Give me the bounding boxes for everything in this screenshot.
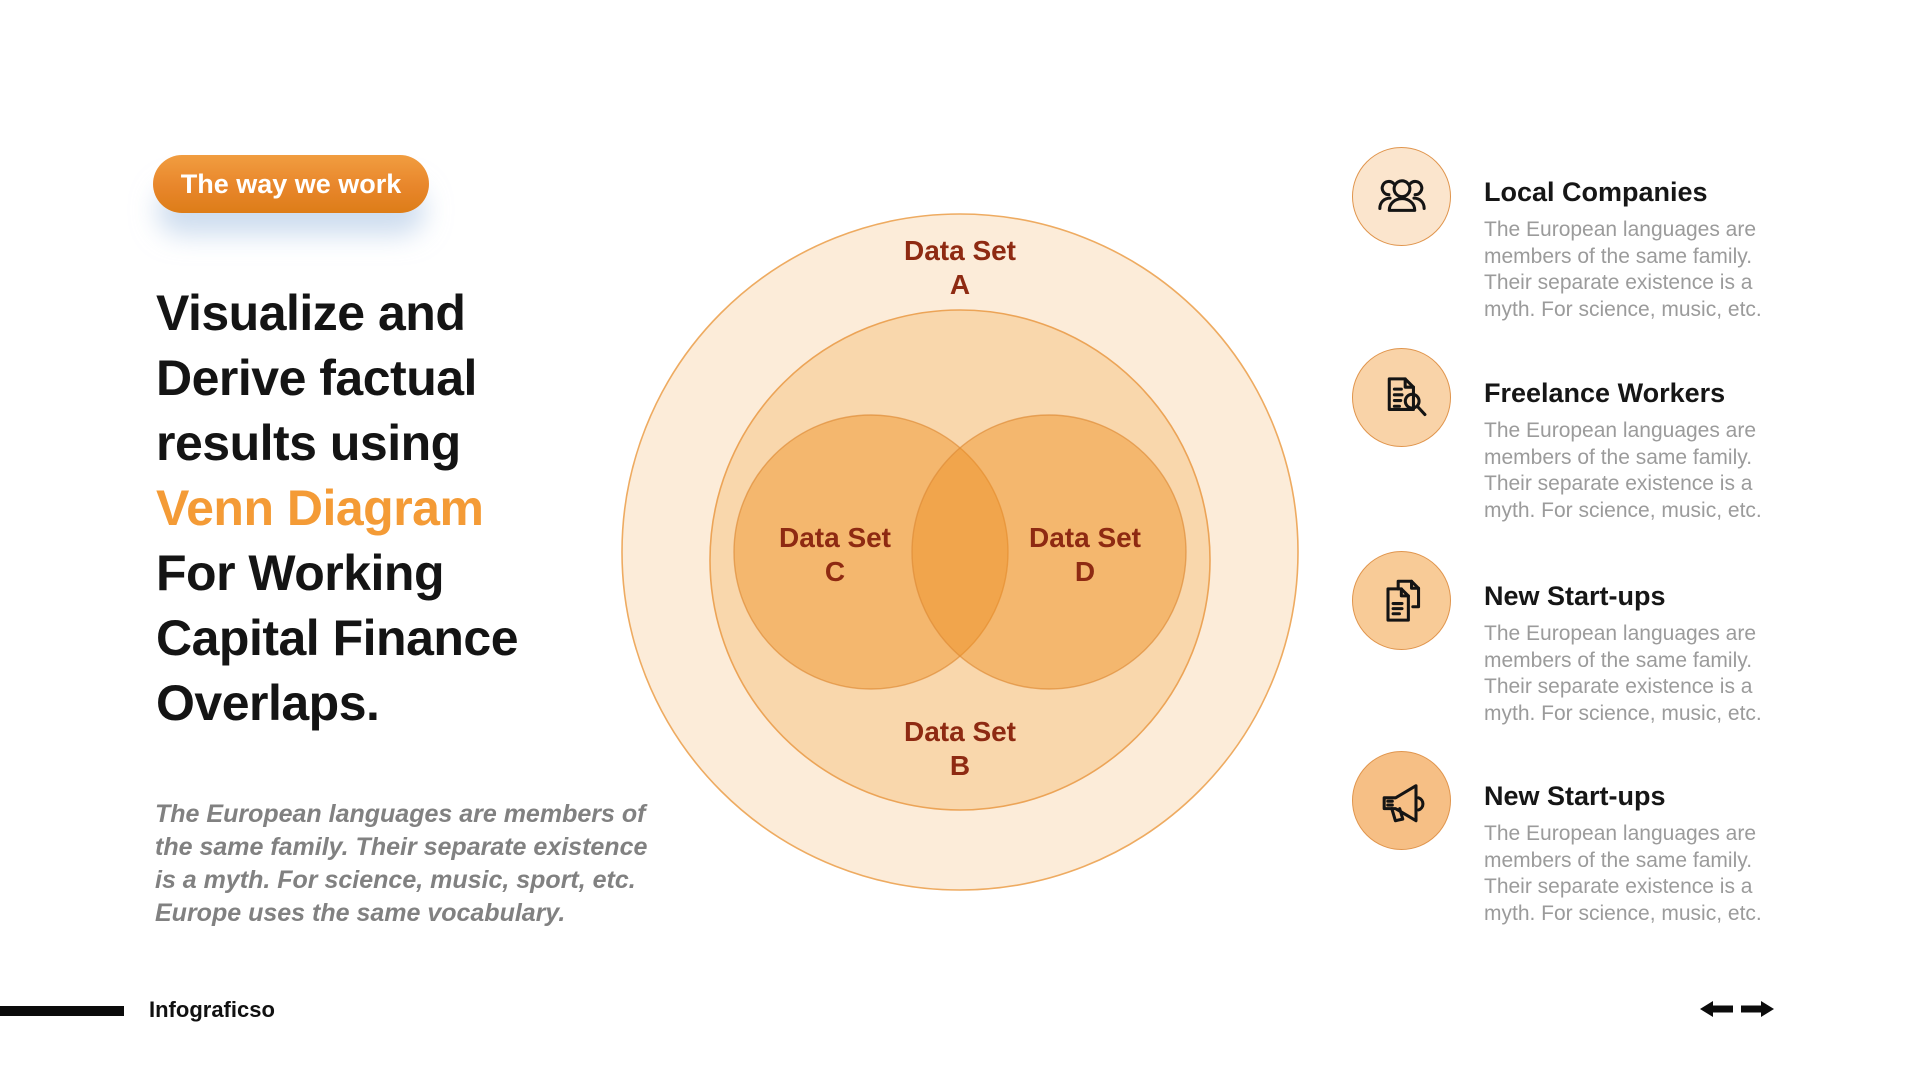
title-line: Derive factual — [156, 350, 477, 406]
svg-text:A: A — [950, 269, 970, 300]
svg-text:B: B — [950, 750, 970, 781]
svg-text:Data Set: Data Set — [779, 522, 891, 553]
footer-accent-bar — [0, 1006, 124, 1016]
list-item: New Start-ups The European languages are… — [1352, 751, 1812, 927]
svg-text:Data Set: Data Set — [1029, 522, 1141, 553]
list-item: New Start-ups The European languages are… — [1352, 551, 1812, 727]
title-line-accent: Venn Diagram — [156, 480, 484, 536]
megaphone-icon — [1382, 783, 1424, 822]
venn-label-b: Data Set B — [904, 716, 1016, 781]
venn-label-a: Data Set A — [904, 235, 1016, 300]
title-line: Capital Finance — [156, 610, 519, 666]
item-title: New Start-ups — [1484, 581, 1666, 611]
svg-text:D: D — [1075, 556, 1095, 587]
item-title: New Start-ups — [1484, 781, 1666, 811]
venn-circle-d[interactable] — [911, 414, 1187, 690]
icon-bubble — [1352, 348, 1451, 447]
list-item: Freelance Workers The European languages… — [1352, 348, 1812, 524]
svg-text:C: C — [825, 556, 845, 587]
icon-bubble — [1352, 551, 1451, 650]
icon-bubble — [1352, 147, 1451, 246]
prev-arrow-icon[interactable] — [1700, 1000, 1733, 1018]
slide-navigation — [1700, 1000, 1774, 1018]
people-group-icon — [1377, 178, 1426, 212]
venn-circle-c[interactable] — [733, 414, 1009, 690]
list-item: Local Companies The European languages a… — [1352, 147, 1812, 323]
title-line: results using — [156, 415, 461, 471]
title-line: Overlaps. — [156, 675, 380, 731]
item-title: Freelance Workers — [1484, 378, 1726, 408]
next-arrow-icon[interactable] — [1741, 1000, 1774, 1018]
documents-copy-icon — [1385, 579, 1420, 622]
svg-text:Data Set: Data Set — [904, 716, 1016, 747]
item-title: Local Companies — [1484, 177, 1708, 207]
title-line: For Working — [156, 545, 445, 601]
icon-bubble — [1352, 751, 1451, 850]
title-line: Visualize and — [156, 285, 466, 341]
svg-text:Data Set: Data Set — [904, 235, 1016, 266]
way-we-work-badge[interactable]: The way we work — [153, 155, 429, 213]
venn-label-d: Data Set D — [1029, 522, 1141, 587]
document-search-icon — [1387, 376, 1426, 416]
venn-circle-b[interactable] — [709, 309, 1211, 811]
page-title: Visualize and Derive factual results usi… — [156, 281, 676, 736]
venn-label-c: Data Set C — [779, 522, 891, 587]
brand-logo-text: Infograficso — [149, 997, 275, 1022]
